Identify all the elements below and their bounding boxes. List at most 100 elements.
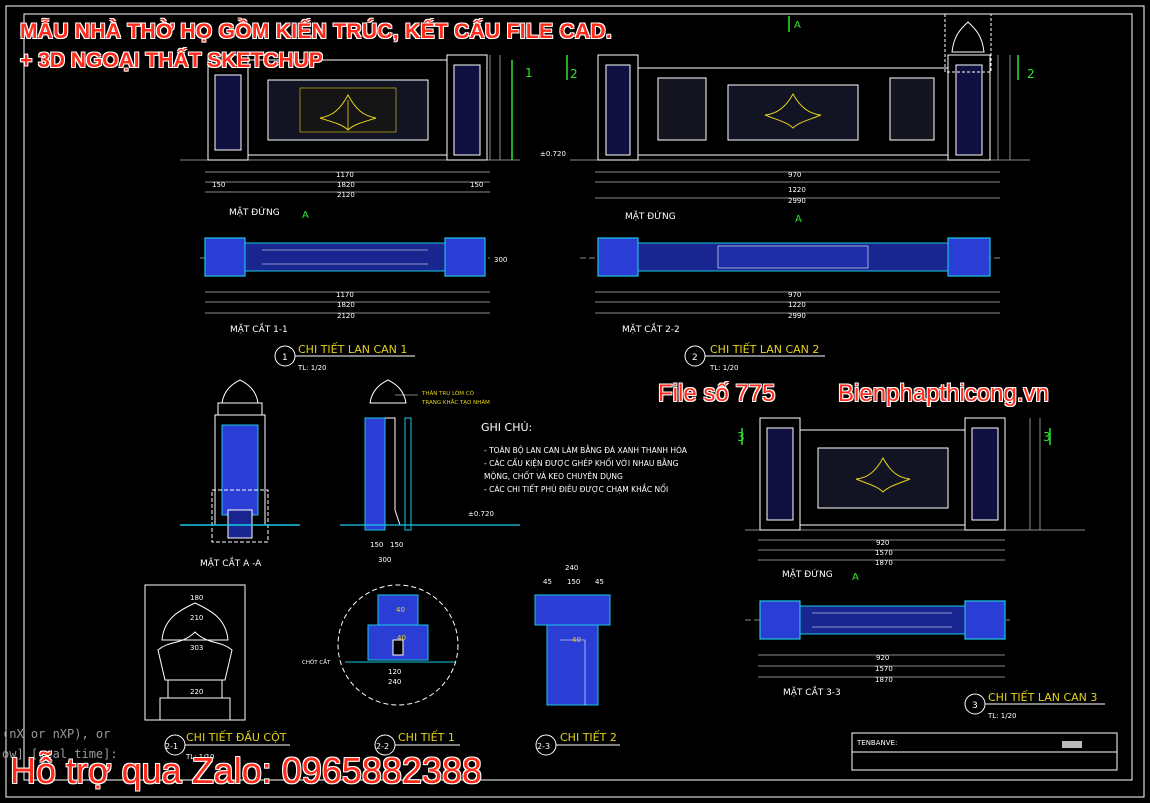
- command-line-prompt[interactable]: ow] [real time]:: [2, 747, 118, 761]
- top-marker-a: A: [794, 20, 801, 31]
- detail-23-number: 2-3: [537, 742, 550, 751]
- detail-22-number: 2-2: [376, 742, 389, 751]
- file-number-watermark: File số 775: [658, 380, 776, 407]
- d1-level: ±0.720: [540, 150, 566, 158]
- d1-section-plan: [200, 237, 490, 277]
- d3-marker-left: 3: [737, 430, 745, 444]
- d2-total: 2990: [788, 197, 806, 205]
- d1-section-label: MẶT CẮT 1-1: [230, 322, 288, 335]
- detail-23-d2: 150: [567, 578, 580, 586]
- d1-row1-mid: 1170: [336, 171, 354, 179]
- d2-dimensions: [595, 171, 1000, 199]
- section-a-dim-l: 150: [370, 541, 383, 549]
- notes-item-2: - CÁC CẤU KIỆN ĐƯỢC GHÉP KHỐI VỚI NHAU B…: [484, 458, 679, 468]
- detail-22-inner2: 40: [397, 634, 406, 642]
- detail-2-1-post-cap: [144, 584, 246, 721]
- d3-sec-row1-mid: 920: [876, 654, 889, 662]
- detail-21-dim1: 180: [190, 594, 203, 602]
- d1-sec-h1: 300: [494, 256, 507, 264]
- detail-23-top: 240: [565, 564, 578, 572]
- detail-2-2-joint: [337, 584, 459, 706]
- d3-row1-mid: 920: [876, 539, 889, 547]
- d1-dimensions: [205, 171, 490, 193]
- detail-23-d3: 45: [595, 578, 604, 586]
- zalo-support-watermark: Hỗ trợ qua Zalo: 0965882388: [10, 750, 482, 791]
- d1-scale: TL: 1/20: [297, 364, 326, 372]
- detail-22-inner: 40: [396, 606, 405, 614]
- cut-markers: [566, 16, 1051, 445]
- d2-sec-row1-mid: 970: [788, 291, 801, 299]
- section-a-a-post: [180, 379, 520, 543]
- d3-elev-label: MẶT ĐỨNG: [782, 568, 833, 580]
- d1-elev-marker: A: [302, 210, 309, 221]
- d3-title: CHI TIẾT LAN CAN 3: [988, 690, 1097, 704]
- d3-section-label: MẶT CẮT 3-3: [783, 685, 841, 698]
- title-block-label: TENBANVE:: [856, 739, 897, 747]
- d1-row2-right: 150: [470, 181, 483, 189]
- section-a-dim-total: 300: [378, 556, 391, 564]
- section-a-level: ±0.720: [468, 510, 494, 518]
- d2-section-dims: [595, 291, 1000, 314]
- d3-section-plan: [745, 600, 1010, 640]
- detail-22-chot: CHỐT CẮT: [302, 658, 331, 666]
- d1-sec-total: 2120: [337, 312, 355, 320]
- d2-elev-marker: A: [795, 214, 802, 225]
- sheet-border-outer: [5, 5, 1145, 798]
- d3-total: 1870: [875, 559, 893, 567]
- d1-total: 2120: [337, 191, 355, 199]
- d3-scale: TL: 1/20: [987, 712, 1016, 720]
- detail-21-dim3: 303: [190, 644, 203, 652]
- detail-markers: [164, 345, 1105, 756]
- notes-item-3: MỘNG, CHỐT VÀ KEO CHUYÊN DỤNG: [484, 471, 623, 481]
- d3-section-dims: [758, 654, 1005, 678]
- d3-elevation: [745, 417, 1085, 531]
- d1-sec-row1-mid: 1170: [336, 291, 354, 299]
- section-a-dim-r: 150: [390, 541, 403, 549]
- detail-2-3-post: [534, 594, 611, 706]
- d3-row2-mid: 1570: [875, 549, 893, 557]
- d2-sec-mid: 1220: [788, 301, 806, 309]
- d2-section-label: MẶT CẮT 2-2: [622, 322, 680, 335]
- d1-elevation: [180, 54, 520, 161]
- d1-number: 1: [282, 353, 288, 363]
- d3-elev-marker: A: [852, 572, 859, 583]
- d2-elev-label: MẶT ĐỨNG: [625, 210, 676, 222]
- d2-row1-mid: 970: [788, 171, 801, 179]
- detail-21-dim2: 210: [190, 614, 203, 622]
- d2-marker-1: 1: [525, 66, 533, 80]
- header-title-line2: + 3D NGOẠI THẤT SKETCHUP: [20, 49, 323, 72]
- d2-number: 2: [692, 353, 698, 363]
- d2-scale: TL: 1/20: [709, 364, 738, 372]
- detail-22-title: CHI TIẾT 1: [398, 730, 455, 744]
- d1-row2-left: 150: [212, 181, 225, 189]
- detail-21-scale: TL: 1/10: [185, 753, 214, 761]
- d2-sec-total: 2990: [788, 312, 806, 320]
- d3-sec-total: 1870: [875, 676, 893, 684]
- title-block: [851, 732, 1118, 771]
- detail-21-title: CHI TIẾT ĐẦU CỘT: [186, 730, 287, 744]
- header-title-line1: MẪU NHÀ THỜ HỌ GỒM KIẾN TRÚC, KẾT CẤU FI…: [20, 20, 612, 43]
- detail-23-d1: 45: [543, 578, 552, 586]
- d3-sec-mid: 1570: [875, 665, 893, 673]
- section-a-note2: TRANG KHẮC TẠO NHÁM: [421, 398, 490, 406]
- d3-dimensions: [758, 539, 1005, 561]
- d2-title: CHI TIẾT LAN CAN 2: [710, 342, 819, 356]
- d2-section-plan: [580, 237, 1000, 277]
- section-a-note1: THÂN TRỤ LÕM CÓ: [421, 390, 475, 397]
- sheet-border-inner: [23, 13, 1133, 781]
- d1-section-dims: [205, 291, 490, 314]
- detail-23-title: CHI TIẾT 2: [560, 730, 617, 744]
- d2-elevation: [570, 13, 1030, 161]
- command-line-history: (nX or nXP), or: [2, 727, 111, 741]
- d3-number: 3: [972, 701, 978, 711]
- detail-22-dim2: 240: [388, 678, 401, 686]
- d2-row2-mid: 1220: [788, 186, 806, 194]
- detail-23-inner: 40: [572, 636, 581, 644]
- d1-sec-mid: 1820: [337, 301, 355, 309]
- section-a-label: MẶT CẮT A -A: [200, 556, 262, 569]
- d2-marker-2b: 2: [1027, 67, 1035, 81]
- d1-elev-label: MẶT ĐỨNG: [229, 206, 280, 218]
- site-watermark: Bienphapthicong.vn: [838, 380, 1049, 407]
- detail-21-number: 2-1: [165, 742, 178, 751]
